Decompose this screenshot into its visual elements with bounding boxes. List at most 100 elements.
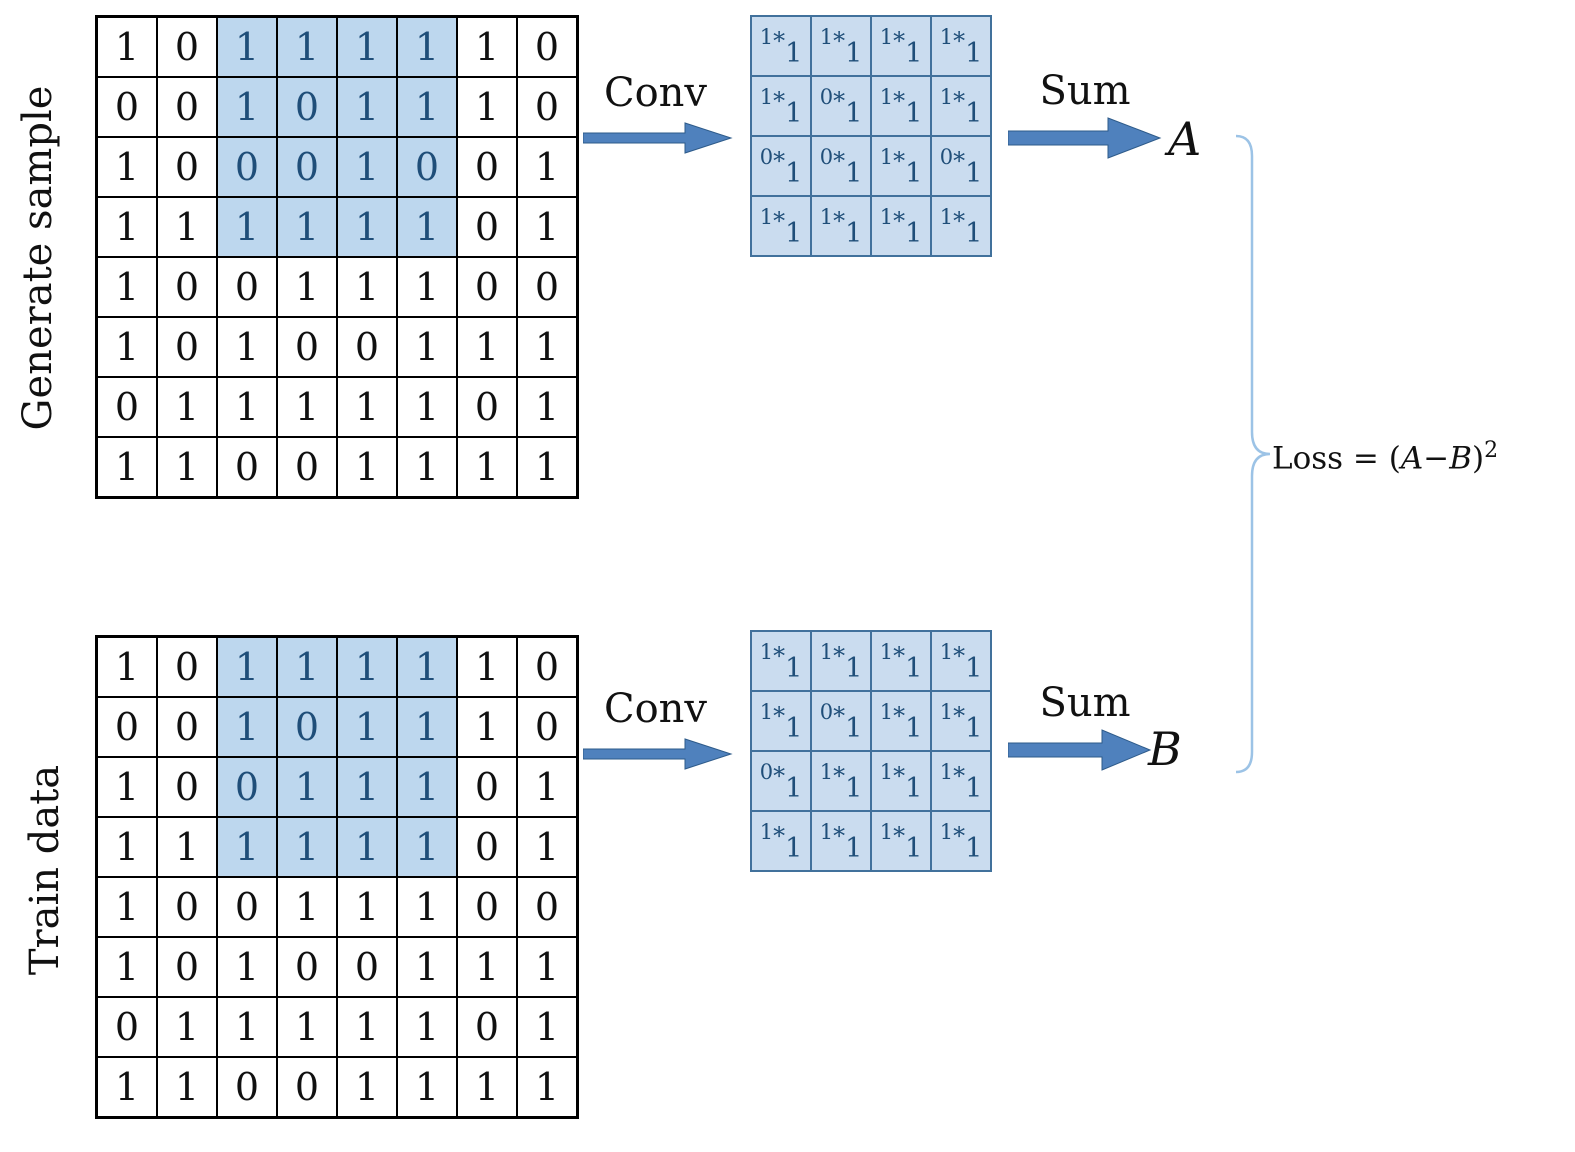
loss-equation: Loss = (A−B)2	[1272, 438, 1498, 476]
output-a-label: A	[1168, 112, 1202, 166]
conv-cell-value: 1	[939, 84, 954, 109]
grid-cell: 1	[517, 377, 577, 437]
conv-cell-value: 1	[819, 639, 834, 664]
conv-cell-value: 1	[819, 759, 834, 784]
conv-cell: 1*1	[811, 196, 871, 256]
conv-cell-kernel-weight: 1	[905, 217, 923, 249]
conv-cell-kernel-weight: 1	[905, 832, 923, 864]
grid-cell: 1	[337, 1057, 397, 1117]
multiply-star-icon: *	[953, 27, 966, 55]
grid-cell: 1	[397, 437, 457, 497]
conv-cell-value: 1	[759, 84, 774, 109]
conv-cell-kernel-weight: 1	[845, 217, 863, 249]
conv-cell-value: 1	[879, 759, 894, 784]
grid-cell: 1	[517, 137, 577, 197]
grid-cell: 1	[97, 437, 157, 497]
conv-cell: 1*1	[751, 631, 811, 691]
grid-cell: 0	[457, 757, 517, 817]
grid-cell: 1	[517, 197, 577, 257]
grid-cell: 1	[217, 937, 277, 997]
conv-cell-value: 1	[759, 819, 774, 844]
grid-cell: 0	[217, 757, 277, 817]
conv-cell-kernel-weight: 1	[785, 832, 803, 864]
conv-cell: 1*1	[751, 76, 811, 136]
grid-cell: 1	[97, 137, 157, 197]
conv-cell-value: 0	[819, 144, 834, 169]
multiply-star-icon: *	[833, 762, 846, 790]
multiply-star-icon: *	[893, 702, 906, 730]
grid-cell: 0	[517, 697, 577, 757]
grid-cell: 1	[217, 197, 277, 257]
grid-cell: 0	[277, 697, 337, 757]
grid-cell: 1	[337, 997, 397, 1057]
grid-cell: 1	[337, 437, 397, 497]
conv-cell-kernel-weight: 1	[845, 157, 863, 189]
grid-cell: 1	[217, 637, 277, 697]
conv-cell-kernel-weight: 1	[845, 772, 863, 804]
grid-cell: 1	[217, 997, 277, 1057]
multiply-star-icon: *	[773, 207, 786, 235]
conv-cell-kernel-weight: 1	[785, 37, 803, 69]
conv-cell: 1*1	[751, 811, 811, 871]
grid-cell: 1	[97, 17, 157, 77]
grid-cell: 1	[277, 377, 337, 437]
grid-cell: 1	[337, 697, 397, 757]
grid-cell: 0	[457, 377, 517, 437]
conv-cell-kernel-weight: 1	[785, 217, 803, 249]
grid-cell: 0	[277, 77, 337, 137]
conv-cell-kernel-weight: 1	[905, 37, 923, 69]
grid-cell: 0	[217, 437, 277, 497]
multiply-star-icon: *	[953, 822, 966, 850]
grid-cell: 0	[217, 1057, 277, 1117]
grid-cell: 1	[337, 757, 397, 817]
grid-cell: 1	[157, 1057, 217, 1117]
conv-cell: 1*1	[751, 16, 811, 76]
grid-cell: 1	[397, 257, 457, 317]
grid-cell: 0	[157, 77, 217, 137]
conv-cell-kernel-weight: 1	[905, 652, 923, 684]
grid-cell: 1	[337, 197, 397, 257]
grid-cell: 0	[517, 877, 577, 937]
grid-cell: 1	[337, 17, 397, 77]
grid-cell: 1	[517, 1057, 577, 1117]
multiply-star-icon: *	[833, 642, 846, 670]
grid-cell: 1	[517, 437, 577, 497]
conv-cell-kernel-weight: 1	[785, 97, 803, 129]
multiply-star-icon: *	[833, 702, 846, 730]
grid-cell: 0	[157, 317, 217, 377]
multiply-star-icon: *	[773, 147, 786, 175]
conv-cell-kernel-weight: 1	[785, 772, 803, 804]
conv-cell-value: 1	[759, 204, 774, 229]
grid-cell: 0	[337, 317, 397, 377]
grid-cell: 1	[277, 17, 337, 77]
conv-cell: 0*1	[751, 136, 811, 196]
conv-cell-kernel-weight: 1	[905, 772, 923, 804]
conv-cell-value: 1	[939, 759, 954, 784]
conv-cell-kernel-weight: 1	[845, 712, 863, 744]
conv-cell: 0*1	[811, 76, 871, 136]
grid-cell: 0	[277, 317, 337, 377]
conv-cell: 1*1	[751, 196, 811, 256]
grid-cell: 1	[517, 317, 577, 377]
grid-cell: 0	[157, 877, 217, 937]
grid-cell: 1	[397, 877, 457, 937]
multiply-star-icon: *	[893, 27, 906, 55]
conv-cell-value: 1	[879, 144, 894, 169]
conv-cell: 1*1	[811, 751, 871, 811]
multiply-star-icon: *	[773, 762, 786, 790]
grid-cell: 1	[97, 817, 157, 877]
conv-cell-kernel-weight: 1	[965, 652, 983, 684]
grid-cell: 1	[457, 637, 517, 697]
grid-cell: 1	[397, 757, 457, 817]
conv-cell: 0*1	[811, 691, 871, 751]
grid-cell: 1	[217, 317, 277, 377]
grid-cell: 0	[517, 77, 577, 137]
grid-cell: 1	[97, 877, 157, 937]
conv-cell: 1*1	[871, 631, 931, 691]
grid-cell: 1	[97, 937, 157, 997]
conv-cell: 1*1	[931, 691, 991, 751]
grid-cell: 1	[277, 997, 337, 1057]
